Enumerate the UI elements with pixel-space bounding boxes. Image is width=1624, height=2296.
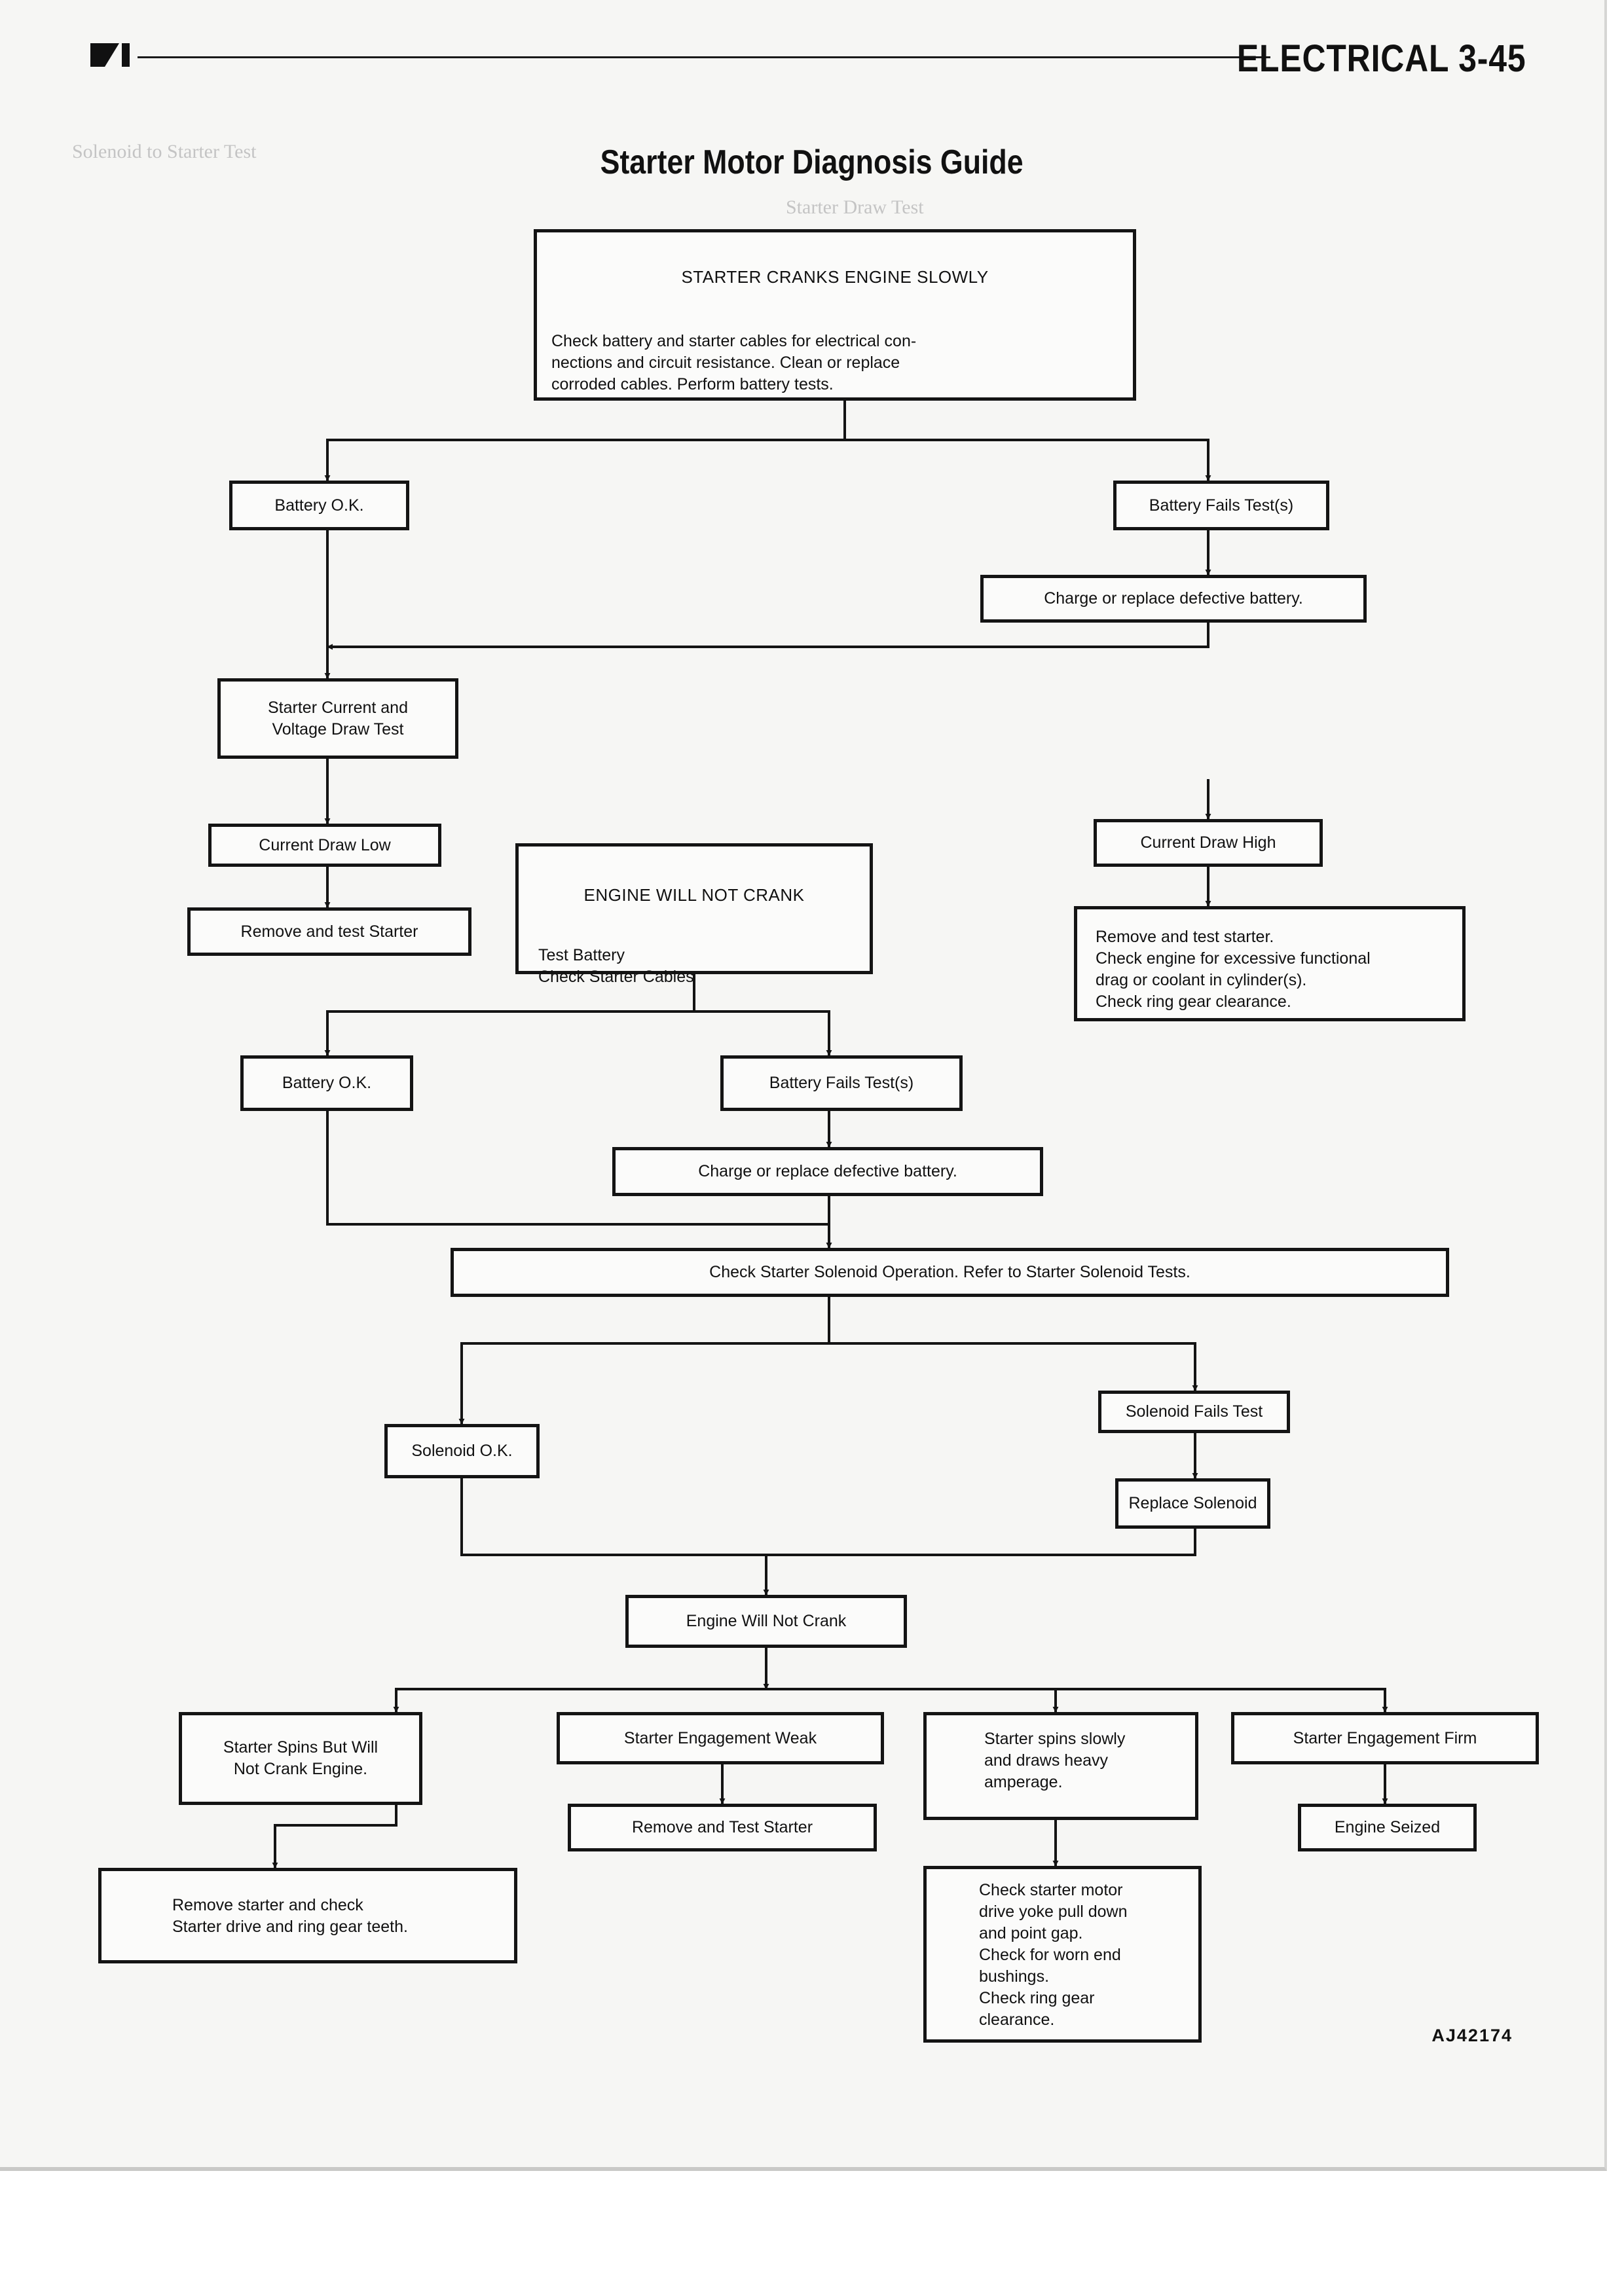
charge-replace-battery-box-2: Charge or replace defective battery. <box>612 1147 1043 1196</box>
battery-fails-box-2: Battery Fails Test(s) <box>720 1055 963 1111</box>
starter-cranks-slowly-box: STARTER CRANKS ENGINE SLOWLY Check batte… <box>534 229 1136 401</box>
header-rule <box>138 56 1270 58</box>
engine-will-not-crank-2-box: Engine Will Not Crank <box>625 1595 907 1648</box>
current-draw-high-box: Current Draw High <box>1094 819 1323 867</box>
starter-spins-slowly-box: Starter spins slowly and draws heavy amp… <box>923 1712 1198 1820</box>
current-voltage-draw-test-box: Starter Current and Voltage Draw Test <box>217 678 458 759</box>
replace-solenoid-box: Replace Solenoid <box>1115 1478 1270 1529</box>
charge-replace-battery-box-1: Charge or replace defective battery. <box>980 575 1367 623</box>
remove-test-starter-box-2: Remove and Test Starter <box>568 1804 877 1851</box>
solenoid-ok-box: Solenoid O.K. <box>384 1424 540 1478</box>
page-header-title: ELECTRICAL 3-45 <box>1236 37 1526 80</box>
remove-test-starter-box-1: Remove and test Starter <box>187 907 471 956</box>
engine-seized-box: Engine Seized <box>1298 1804 1477 1851</box>
bleed-through-heading-right: Starter Draw Test <box>786 196 924 218</box>
starter-spins-no-crank-box: Starter Spins But Will Not Crank Engine. <box>179 1712 422 1805</box>
battery-ok-box-2: Battery O.K. <box>240 1055 413 1111</box>
diagnosis-guide-title: Starter Motor Diagnosis Guide <box>600 143 1024 181</box>
check-solenoid-operation-box: Check Starter Solenoid Operation. Refer … <box>451 1248 1449 1297</box>
document-id: AJ42174 <box>1431 2026 1513 2045</box>
engine-will-not-crank-title: ENGINE WILL NOT CRANK <box>583 885 805 905</box>
publisher-mark-icon <box>90 43 130 67</box>
flowchart-connectors <box>272 401 1388 1868</box>
bleed-through-heading-left: Solenoid to Starter Test <box>72 141 257 162</box>
remove-check-ring-gear-box: Remove starter and check Starter drive a… <box>98 1868 517 1963</box>
draw-high-action-box: Remove and test starter. Check engine fo… <box>1074 906 1466 1021</box>
check-drive-yoke-box: Check starter motor drive yoke pull down… <box>923 1866 1202 2043</box>
battery-ok-box-1: Battery O.K. <box>229 481 409 530</box>
engine-will-not-crank-instructions: Test Battery Check Starter Cables <box>538 946 694 987</box>
engine-will-not-crank-box: ENGINE WILL NOT CRANK Test Battery Check… <box>515 843 873 986</box>
engagement-weak-box: Starter Engagement Weak <box>557 1712 884 1764</box>
solenoid-fails-box: Solenoid Fails Test <box>1098 1391 1290 1433</box>
manual-page: ELECTRICAL 3-45 Solenoid to Starter Test… <box>0 0 1607 2171</box>
starter-cranks-slowly-title: STARTER CRANKS ENGINE SLOWLY <box>681 267 989 287</box>
engagement-firm-box: Starter Engagement Firm <box>1231 1712 1539 1764</box>
starter-cranks-slowly-instructions: Check battery and starter cables for ele… <box>551 332 917 394</box>
current-draw-low-box: Current Draw Low <box>208 824 441 867</box>
battery-fails-box-1: Battery Fails Test(s) <box>1113 481 1329 530</box>
